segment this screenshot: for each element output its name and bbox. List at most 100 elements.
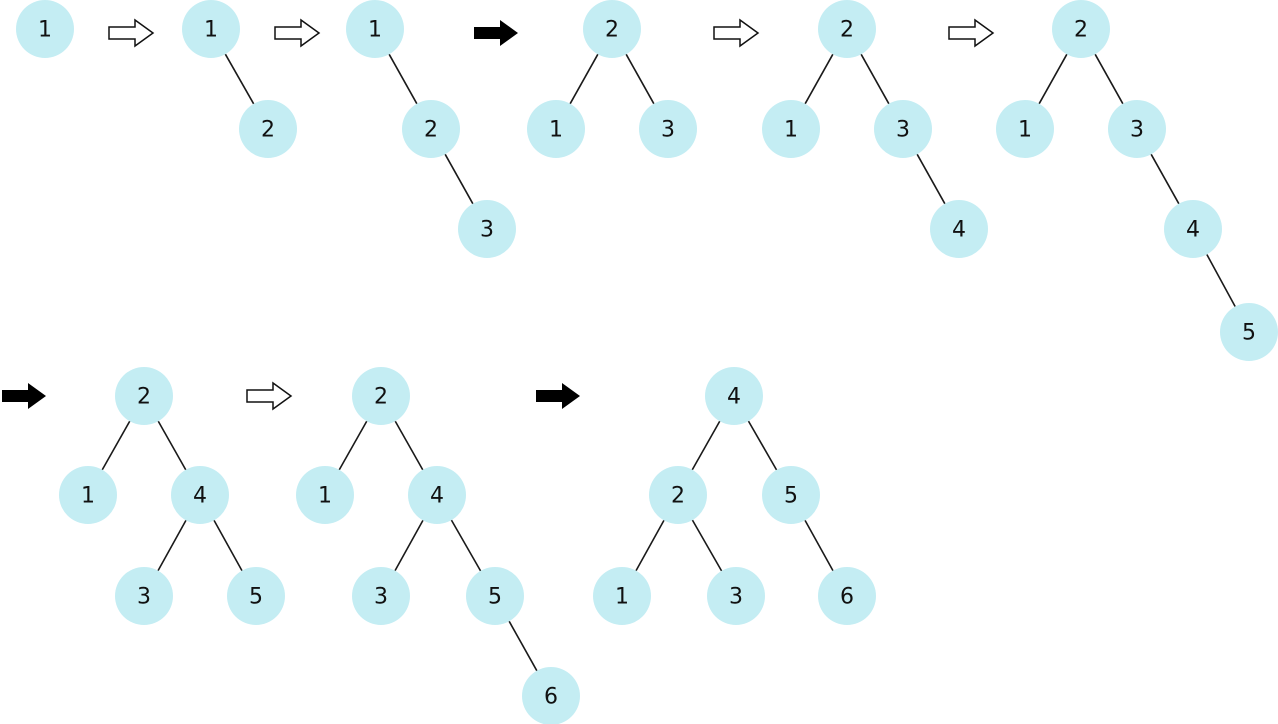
tree-node: 6 [522, 667, 580, 724]
tree-node: 2 [818, 0, 876, 58]
node-label: 5 [249, 585, 263, 610]
node-circle [639, 100, 697, 158]
tree-edge [804, 53, 834, 105]
tree-step-8: 2 1 3 4 [762, 0, 988, 258]
tree-edge [101, 420, 131, 471]
node-label: 5 [1242, 321, 1256, 346]
node-label: 2 [671, 484, 685, 509]
tree-node: 1 [182, 0, 240, 58]
tree-node: 1 [296, 466, 354, 524]
tree-edge [157, 420, 187, 471]
tree-node: 5 [227, 567, 285, 625]
tree-edge [388, 53, 418, 105]
node-label: 4 [952, 218, 966, 243]
tree-node: 3 [1108, 100, 1166, 158]
insert-arrow-icon [246, 381, 293, 411]
node-label: 1 [549, 118, 563, 143]
node-label: 3 [1130, 118, 1144, 143]
node-label: 4 [193, 484, 207, 509]
tree-edge [860, 53, 890, 105]
tree-node: 4 [408, 466, 466, 524]
tree-node: 2 [583, 0, 641, 58]
tree-node: 4 [1164, 200, 1222, 258]
tree-edge [804, 519, 834, 572]
insert-arrow-icon [713, 18, 760, 48]
node-circle [818, 567, 876, 625]
node-label: 6 [840, 585, 854, 610]
tree-edge [1094, 53, 1124, 105]
node-label: 1 [38, 18, 52, 43]
node-circle [649, 466, 707, 524]
node-label: 3 [661, 118, 675, 143]
tree-node: 2 [402, 100, 460, 158]
node-circle [352, 367, 410, 425]
node-circle [346, 0, 404, 58]
tree-edge [691, 519, 723, 572]
tree-edge [916, 153, 946, 205]
node-circle [239, 100, 297, 158]
node-circle [408, 466, 466, 524]
node-label: 5 [784, 484, 798, 509]
tree-step-12: 2 1 4 3 5 [59, 367, 285, 625]
tree-edge [747, 420, 778, 471]
node-circle [1108, 100, 1166, 158]
tree-node: 1 [593, 567, 651, 625]
node-circle [1052, 0, 1110, 58]
node-circle [466, 567, 524, 625]
tree-node: 5 [466, 567, 524, 625]
node-circle [522, 667, 580, 724]
node-circle [762, 466, 820, 524]
node-label: 1 [81, 484, 95, 509]
node-circle [707, 567, 765, 625]
tree-edge [450, 519, 482, 572]
node-circle [227, 567, 285, 625]
node-circle [583, 0, 641, 58]
node-label: 3 [480, 218, 494, 243]
tree-step-14: 2 1 4 3 5 6 [296, 367, 580, 724]
tree-node: 3 [707, 567, 765, 625]
tree-edge [625, 53, 655, 105]
tree-node: 4 [171, 466, 229, 524]
node-label: 3 [896, 118, 910, 143]
node-circle [705, 367, 763, 425]
node-label: 1 [204, 18, 218, 43]
node-circle [115, 367, 173, 425]
node-circle [874, 100, 932, 158]
node-circle [59, 466, 117, 524]
tree-node: 4 [930, 200, 988, 258]
tree-node: 3 [352, 567, 410, 625]
tree-node: 1 [527, 100, 585, 158]
insert-arrow-icon [274, 18, 321, 48]
node-circle [458, 200, 516, 258]
node-circle [16, 0, 74, 58]
node-label: 3 [729, 585, 743, 610]
insert-arrow-icon [948, 18, 995, 48]
node-circle [402, 100, 460, 158]
tree-node: 2 [239, 100, 297, 158]
tree-edge [569, 53, 599, 105]
node-label: 1 [784, 118, 798, 143]
node-label: 3 [374, 585, 388, 610]
tree-node: 1 [16, 0, 74, 58]
tree-node: 5 [762, 466, 820, 524]
node-circle [171, 466, 229, 524]
node-label: 5 [488, 585, 502, 610]
node-label: 1 [615, 585, 629, 610]
node-label: 2 [137, 385, 151, 410]
tree-node: 2 [352, 367, 410, 425]
tree-node: 2 [115, 367, 173, 425]
tree-edge [394, 519, 424, 572]
node-label: 1 [368, 18, 382, 43]
tree-edge [1038, 53, 1068, 105]
node-circle [182, 0, 240, 58]
node-label: 2 [605, 18, 619, 43]
tree-node: 3 [115, 567, 173, 625]
tree-edge [224, 53, 255, 105]
node-label: 4 [430, 484, 444, 509]
node-circle [762, 100, 820, 158]
tree-node: 3 [874, 100, 932, 158]
tree-node: 2 [1052, 0, 1110, 58]
tree-edge [394, 420, 424, 471]
